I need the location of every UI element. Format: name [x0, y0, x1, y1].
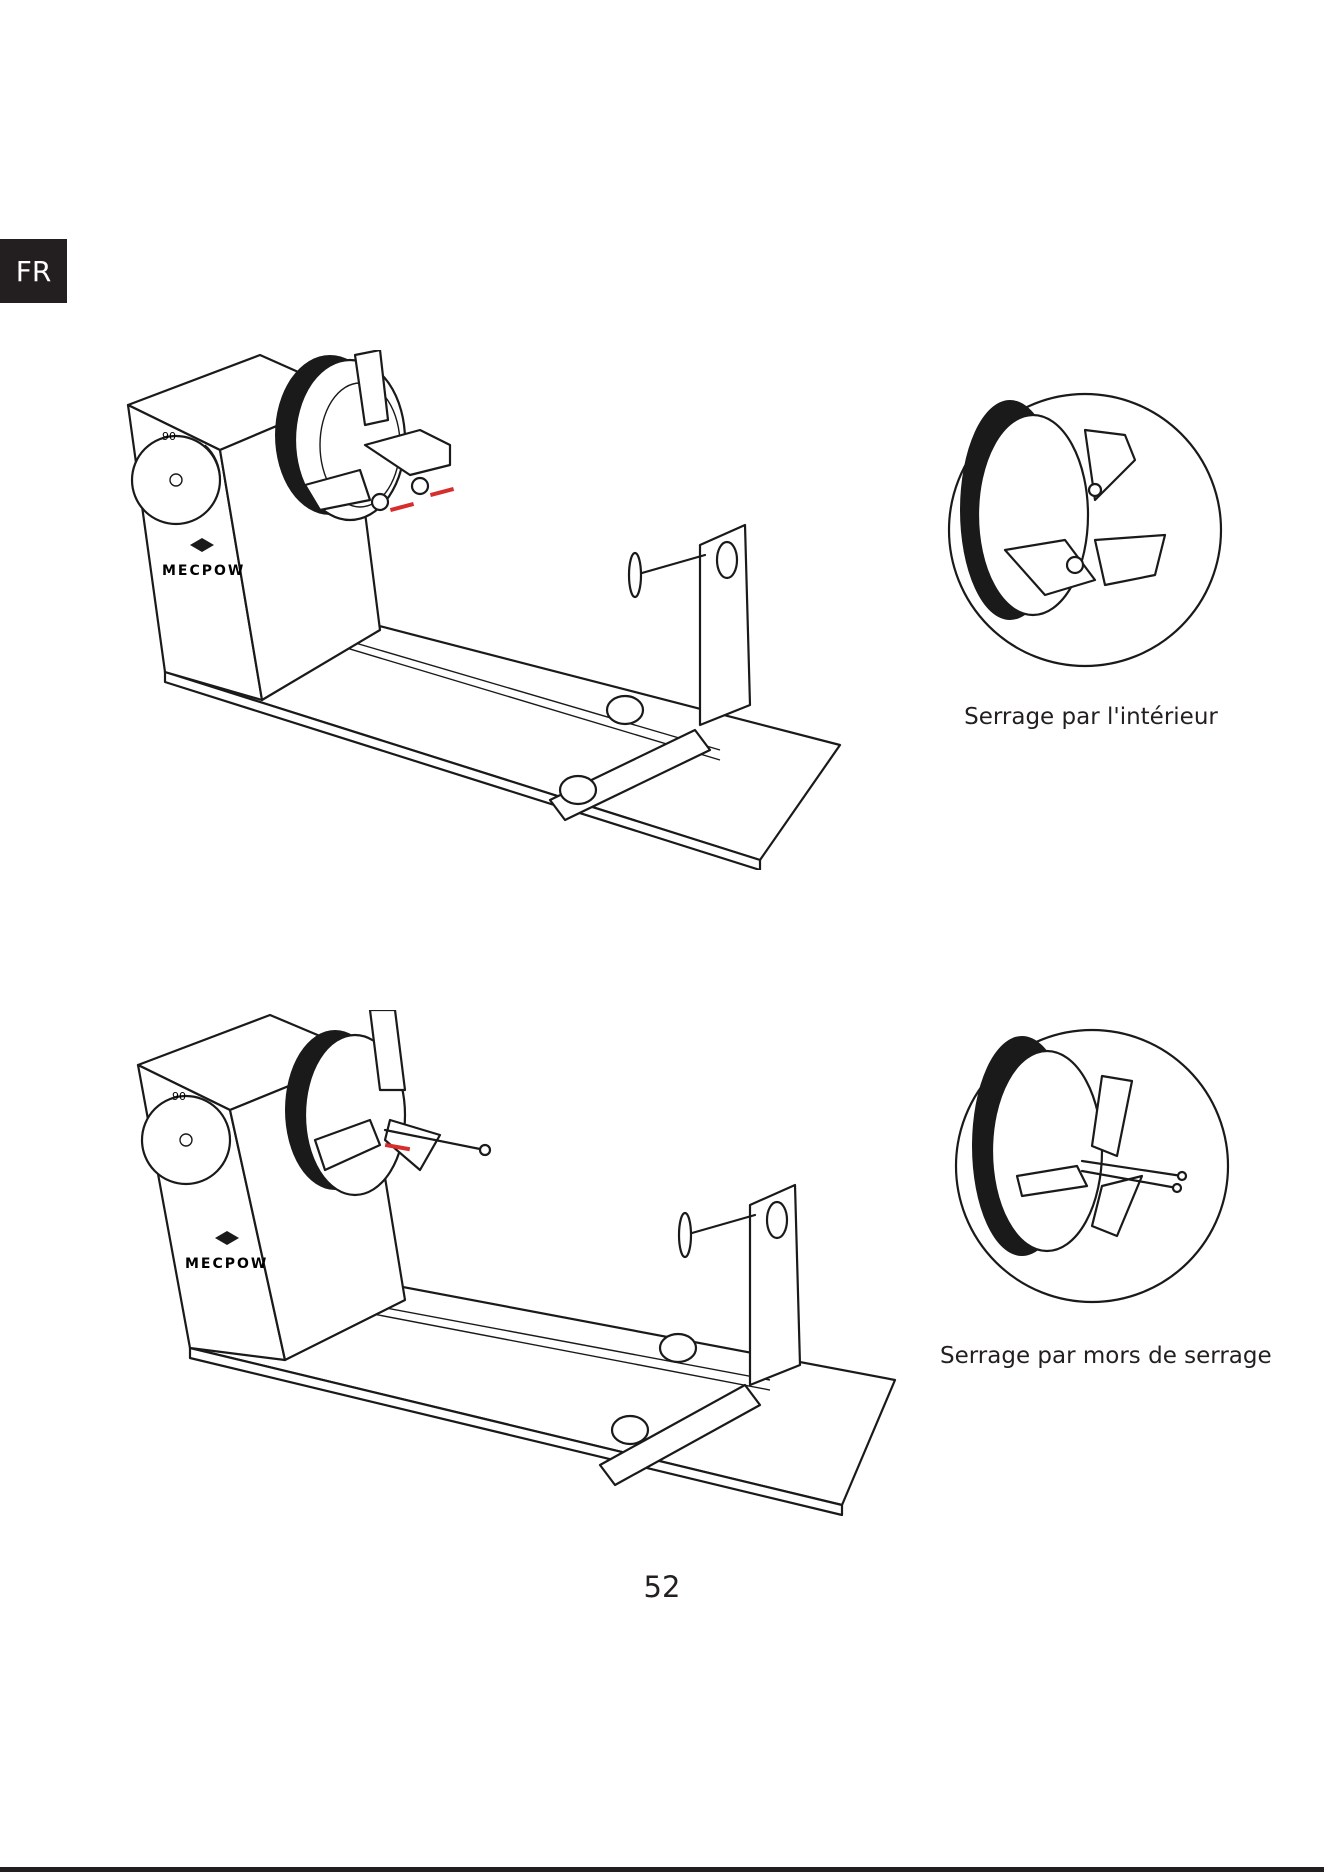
rotary-chuck-illustration-1: 90 MECPOW — [120, 350, 850, 870]
inset-jaw-clamping — [952, 1026, 1232, 1306]
rotary-chuck-illustration-2: 90 MECPOW — [130, 1010, 900, 1520]
bottom-rule — [0, 1867, 1324, 1872]
figure-caption: Serrage par l'intérieur — [960, 704, 1222, 730]
dial-mark: 90 — [172, 1090, 186, 1103]
dial-mark: 90 — [162, 430, 176, 443]
language-tab: FR — [0, 239, 67, 303]
brand-logo: MECPOW — [162, 563, 245, 579]
figure-caption: Serrage par mors de serrage — [940, 1343, 1250, 1369]
page-number: 52 — [0, 1570, 1324, 1604]
brand-logo: MECPOW — [185, 1256, 268, 1272]
inset-inner-clamping — [945, 390, 1225, 670]
